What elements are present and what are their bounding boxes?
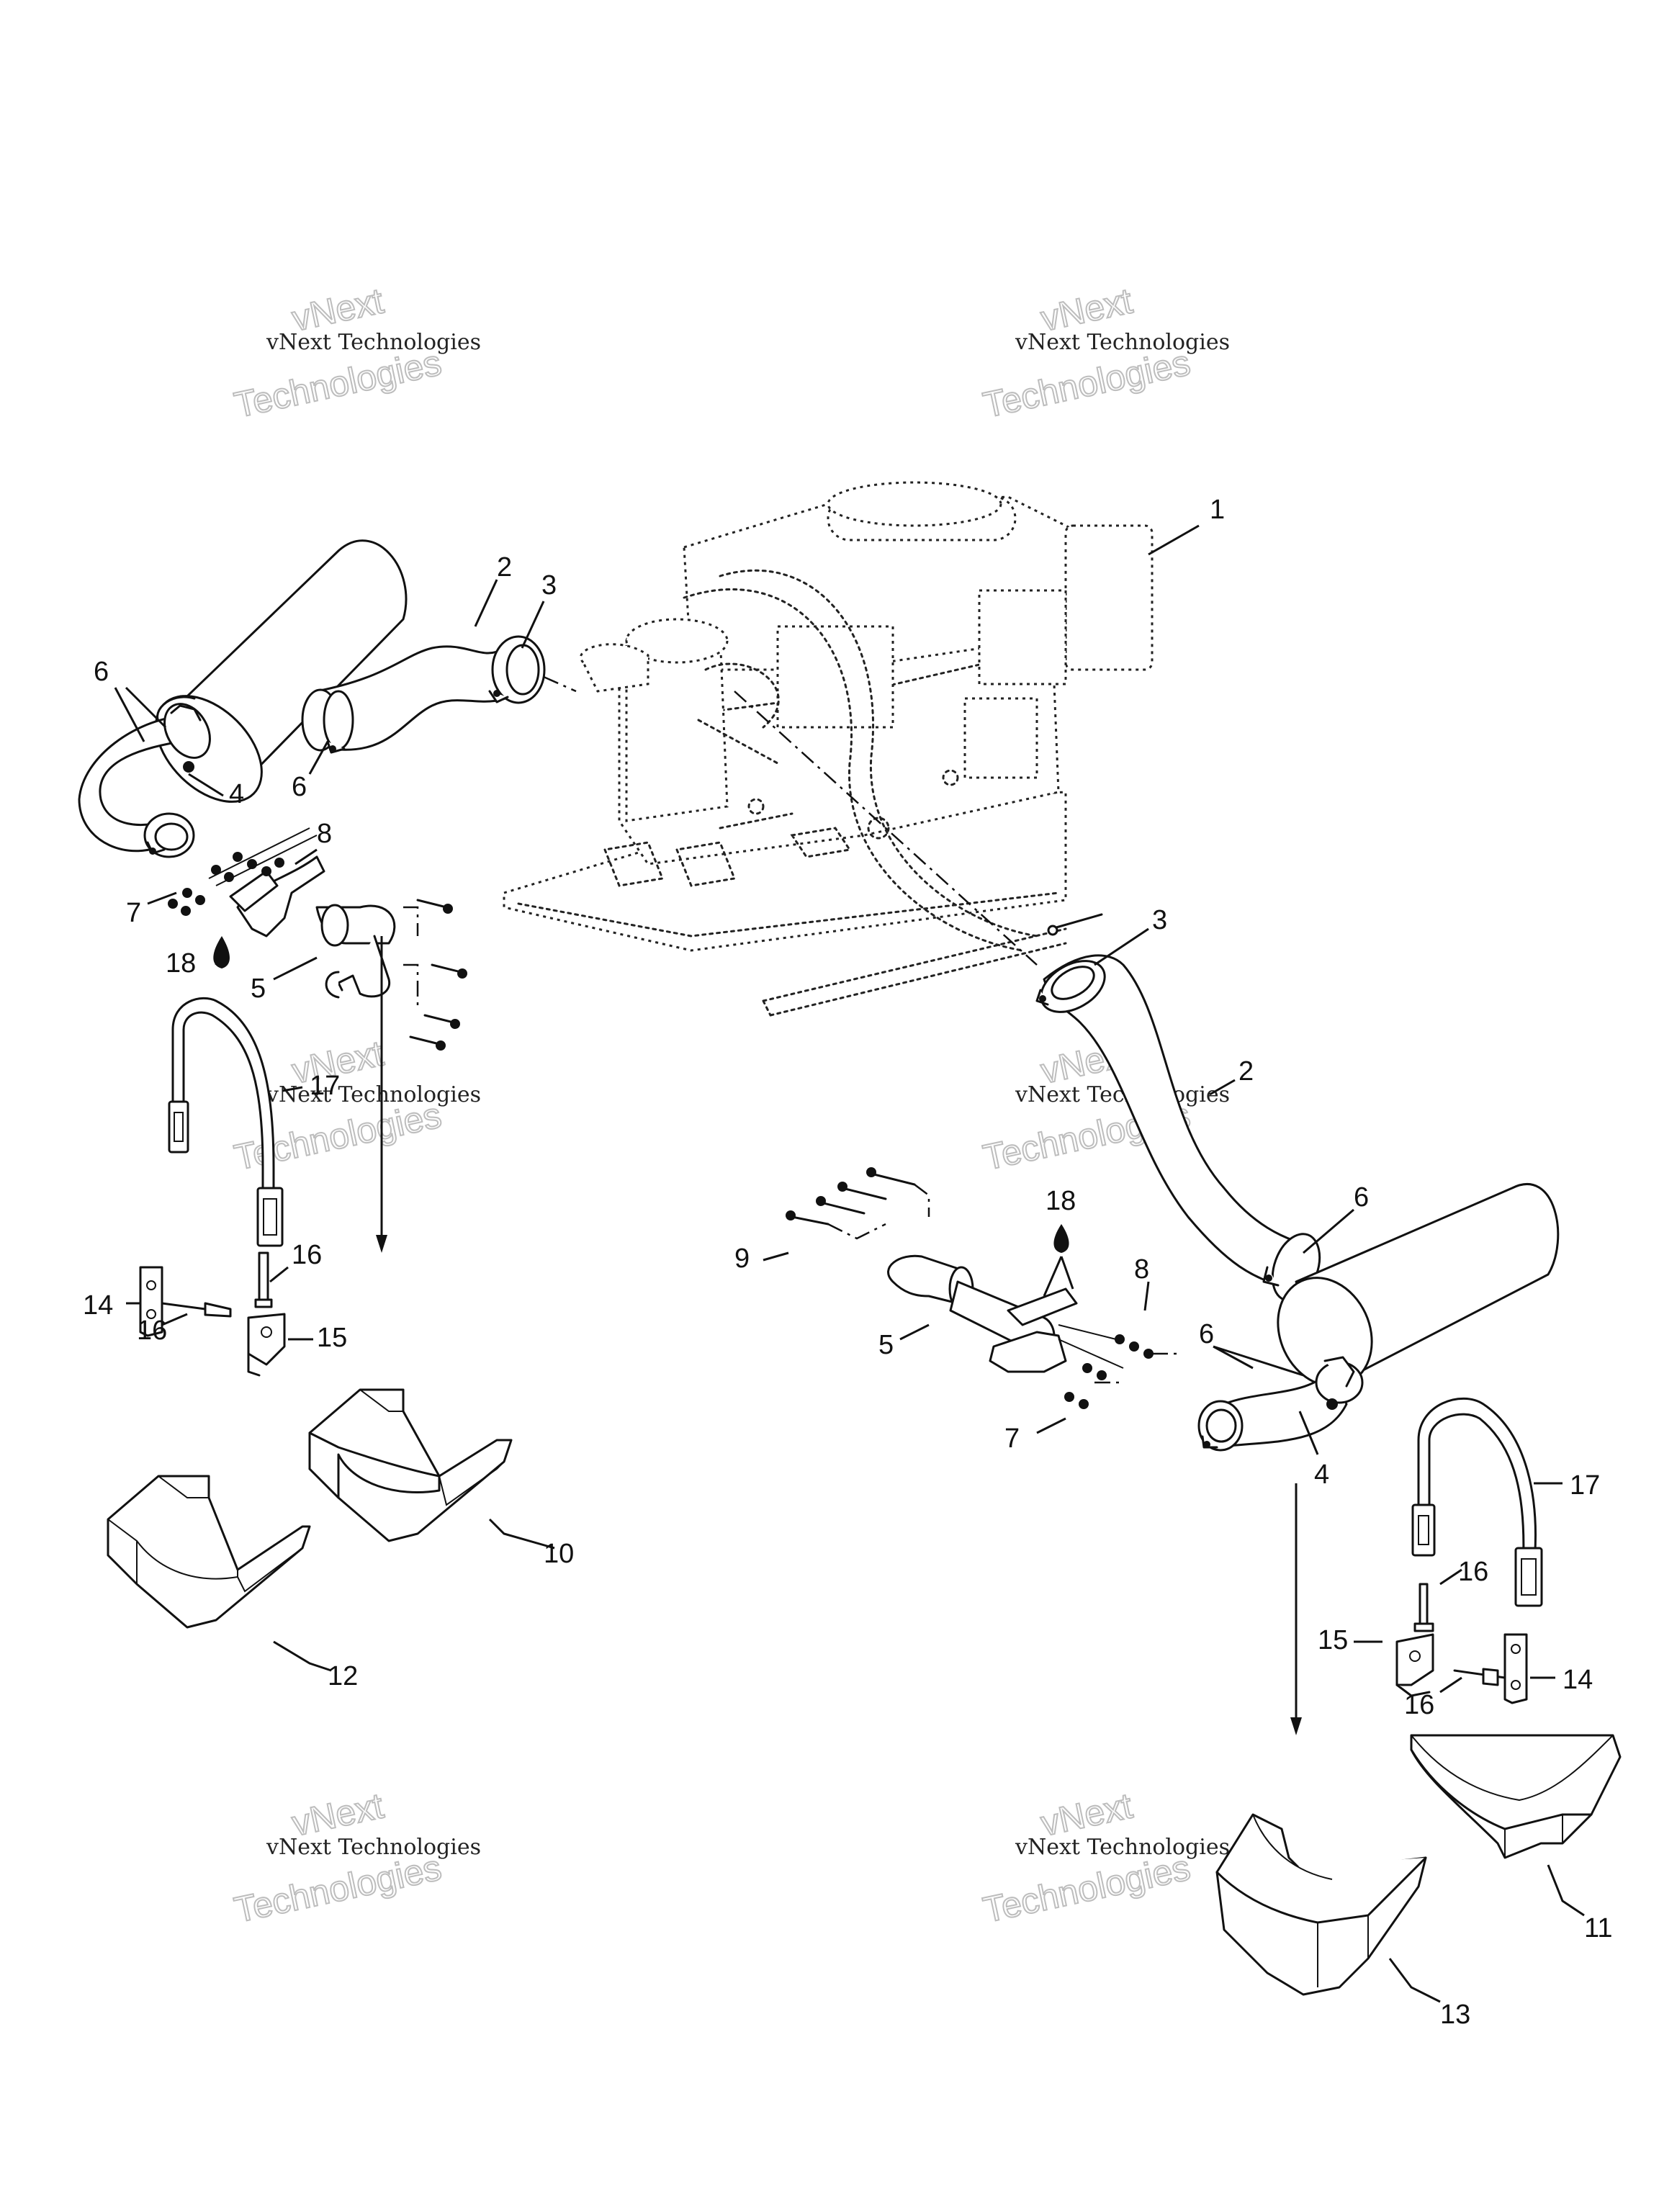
hose-pin bbox=[1047, 913, 1103, 936]
bolts-left bbox=[403, 899, 467, 1051]
callout-2: 2 bbox=[1238, 1056, 1254, 1087]
callout-18: 18 bbox=[166, 948, 196, 979]
callout-5: 5 bbox=[878, 1330, 894, 1360]
callout-15: 15 bbox=[317, 1323, 347, 1353]
bracket-clamp-left bbox=[208, 827, 396, 999]
callout-9: 9 bbox=[734, 1244, 750, 1274]
cradle-12 bbox=[107, 1475, 311, 1629]
callout-7: 7 bbox=[126, 898, 141, 928]
fasteners-left bbox=[168, 852, 284, 916]
arrow-right bbox=[1290, 1483, 1302, 1735]
callout-7: 7 bbox=[1004, 1424, 1020, 1454]
watermark-top-right: vNext vNext Technologies Technologies bbox=[979, 279, 1230, 426]
svg-text:vNext Technologies: vNext Technologies bbox=[1015, 1835, 1230, 1860]
callout-6: 6 bbox=[1199, 1319, 1214, 1349]
elbow-pipe-right bbox=[1197, 1356, 1364, 1452]
svg-text:vNext Technologies: vNext Technologies bbox=[266, 1082, 481, 1107]
callout-17: 17 bbox=[1570, 1470, 1600, 1501]
arrow-left bbox=[376, 936, 387, 1253]
callout-6: 6 bbox=[1354, 1182, 1369, 1213]
callout-16: 16 bbox=[292, 1240, 322, 1270]
watermark-bottom-left: vNext vNext Technologies Technologies bbox=[230, 1784, 481, 1930]
callout-13: 13 bbox=[1440, 2000, 1470, 2030]
muffler-right bbox=[1277, 1183, 1560, 1388]
clamp-left-hose-end bbox=[323, 690, 354, 754]
callout-16: 16 bbox=[137, 1316, 167, 1346]
callout-12: 12 bbox=[328, 1661, 358, 1691]
callout-17: 17 bbox=[310, 1071, 340, 1101]
callout-16: 16 bbox=[1404, 1690, 1434, 1720]
svg-text:vNext Technologies: vNext Technologies bbox=[266, 330, 481, 355]
svg-text:vNext Technologies: vNext Technologies bbox=[1015, 330, 1230, 355]
callout-8: 8 bbox=[317, 819, 332, 849]
callout-6: 6 bbox=[94, 657, 109, 687]
bolts-right bbox=[786, 1167, 930, 1240]
hardware-left bbox=[139, 1251, 286, 1377]
callout-14: 14 bbox=[83, 1290, 113, 1321]
bracket-clamp-right bbox=[887, 1254, 1124, 1373]
callout-1: 1 bbox=[1210, 495, 1225, 525]
callout-2: 2 bbox=[497, 552, 512, 583]
cradle-11 bbox=[1410, 1734, 1622, 1859]
engine-assembly bbox=[503, 481, 1154, 1017]
cradle-13 bbox=[1215, 1813, 1427, 1996]
center-line-engine bbox=[734, 691, 1038, 966]
leader-lines bbox=[114, 524, 1585, 2003]
grease-drop-right bbox=[1043, 1224, 1074, 1297]
callout-16: 16 bbox=[1458, 1557, 1488, 1587]
callout-14: 14 bbox=[1563, 1665, 1593, 1695]
watermark-top-left: vNext vNext Technologies Technologies bbox=[230, 279, 481, 426]
callout-10: 10 bbox=[544, 1539, 574, 1569]
svg-text:vNext Technologies: vNext Technologies bbox=[266, 1835, 481, 1860]
callout-6: 6 bbox=[292, 772, 307, 802]
clamp-left-top bbox=[488, 635, 546, 704]
strap-left bbox=[168, 997, 284, 1247]
center-line-left-hose bbox=[543, 675, 577, 693]
callout-11: 11 bbox=[1584, 1913, 1612, 1943]
watermark-bottom-right: vNext vNext Technologies Technologies bbox=[979, 1784, 1230, 1930]
strap-right bbox=[1411, 1397, 1543, 1607]
callout-labels: 1 2 3 6 4 6 8 7 18 5 17 16 14 16 15 10 1… bbox=[83, 495, 1612, 2030]
callout-5: 5 bbox=[251, 974, 266, 1004]
clamp-right-top bbox=[1035, 960, 1106, 1013]
cradle-10 bbox=[308, 1388, 513, 1542]
hardware-right bbox=[1395, 1583, 1528, 1704]
callout-18: 18 bbox=[1046, 1186, 1076, 1216]
callout-4: 4 bbox=[1314, 1460, 1329, 1490]
fasteners-right bbox=[1064, 1334, 1181, 1409]
callout-4: 4 bbox=[229, 779, 244, 809]
callout-3: 3 bbox=[541, 570, 557, 601]
callout-3: 3 bbox=[1152, 905, 1167, 935]
elbow-pipe-left bbox=[78, 703, 211, 858]
callout-8: 8 bbox=[1134, 1254, 1149, 1285]
callout-15: 15 bbox=[1318, 1625, 1348, 1655]
